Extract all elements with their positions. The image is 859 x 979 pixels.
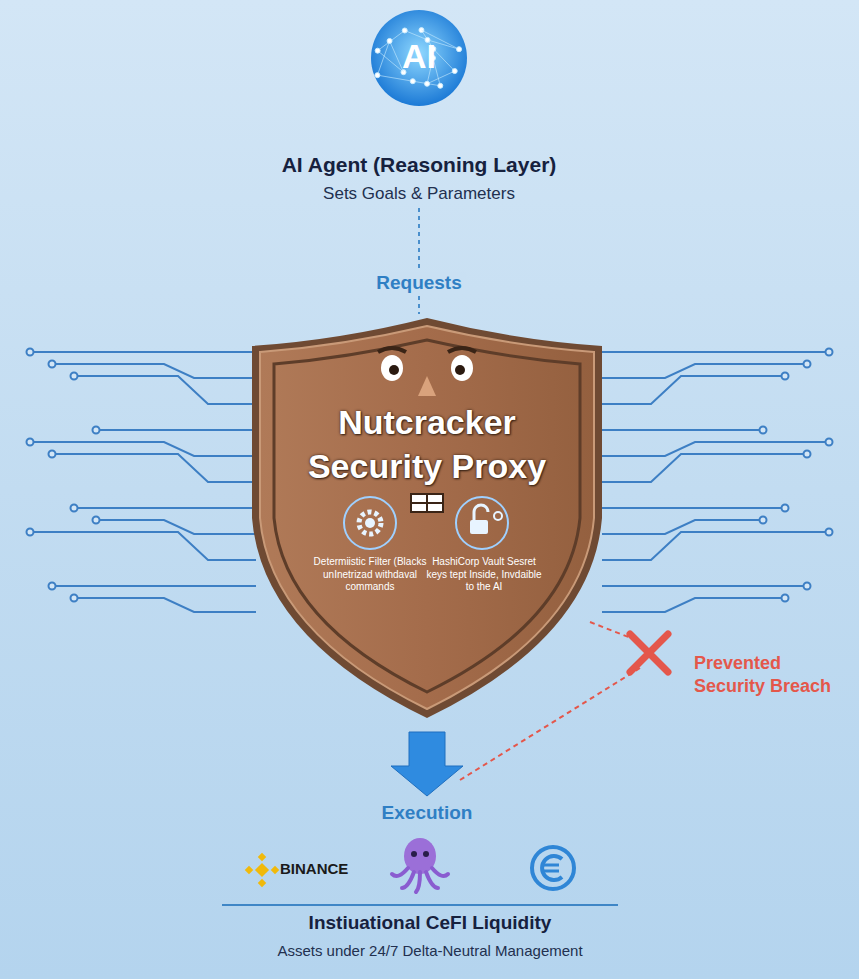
security-shield: Nutcracker Security ProxyDetermiistic Fi… — [252, 318, 602, 718]
octopus-logo — [392, 838, 448, 892]
node-title: AI — [369, 36, 469, 77]
node-text: Assets under 24/7 Delta-Neutral Manageme… — [230, 942, 630, 960]
execution-arrow — [391, 732, 463, 796]
agent-node: AI AI Agent (Reasoning Layer) Sets Goals &… — [229, 4, 609, 204]
breach-label: Prevented Security Breach — [694, 652, 849, 699]
node-text: AI Agent (Reasoning Layer) — [229, 152, 609, 177]
node-text: Instiuational CeFI Liquidity — [230, 912, 630, 935]
binance-logo — [245, 853, 279, 887]
separator-line — [222, 904, 618, 906]
euro-logo — [532, 847, 574, 889]
circuit-traces — [27, 349, 833, 613]
node-title: BINANCE — [280, 860, 370, 878]
node-shape — [252, 318, 602, 718]
node-text: Sets Goals & Parameters — [229, 184, 609, 204]
node-text: HashiCorp Vault Sesret keys tept Inside,… — [426, 556, 542, 594]
edge-label: Execution — [378, 802, 477, 824]
node-text: Determiistic Filter (Blacks unInetrizad … — [312, 556, 428, 594]
request-line — [419, 208, 420, 314]
node-title: Nutcracker Security Proxy — [302, 400, 552, 488]
edge-label: Requests — [372, 272, 466, 294]
